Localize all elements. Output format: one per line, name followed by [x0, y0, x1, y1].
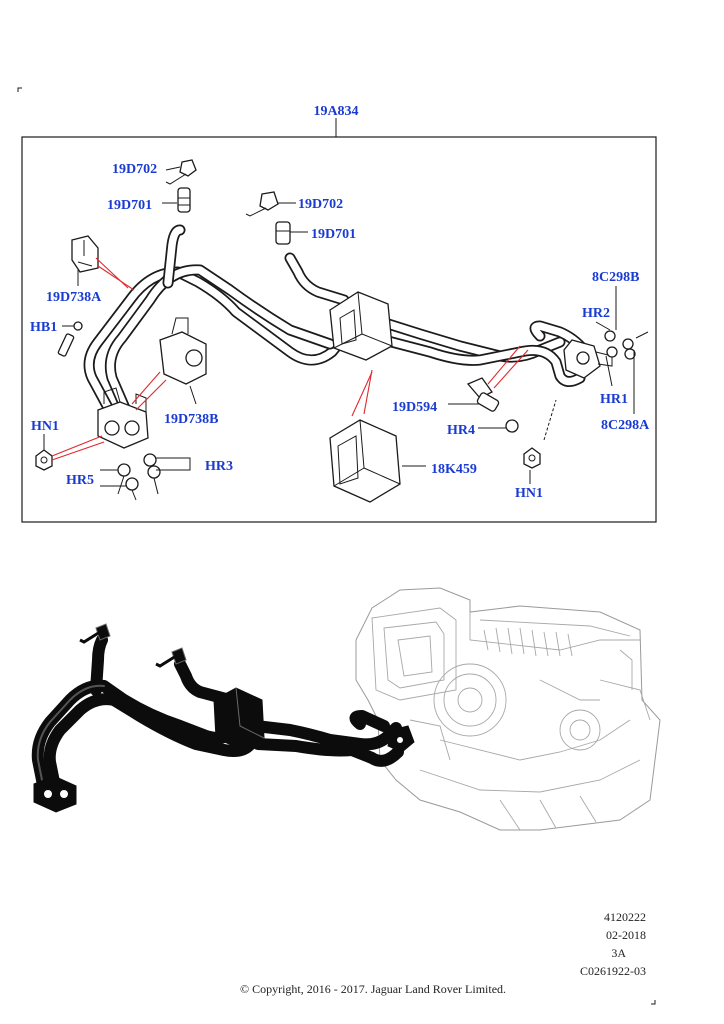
callout-8C298B: 8C298B	[592, 270, 639, 285]
callout-19D594: 19D594	[392, 400, 437, 415]
crop-mark	[651, 1000, 656, 1005]
right-block-fitting	[563, 339, 613, 379]
callout-HB1: HB1	[30, 320, 57, 335]
callout-19D738B: 19D738B	[164, 412, 218, 427]
valve-cap-19D702-left	[165, 159, 197, 185]
callout-18K459: 18K459	[431, 462, 477, 477]
copyright-notice: © Copyright, 2016 - 2017. Jaguar Land Ro…	[239, 982, 507, 996]
nut-HN1-right	[523, 399, 557, 484]
callout-HR5: HR5	[66, 473, 94, 488]
muffler-18K459	[329, 369, 426, 503]
callout-HR3: HR3	[205, 459, 233, 474]
assembly-label: 19A834	[313, 104, 358, 119]
valve-cap-19D702-right	[245, 191, 296, 217]
seal-rings-right	[595, 286, 649, 414]
installed-pipe-assembly	[31, 623, 415, 813]
nut-HN1-left	[35, 434, 105, 471]
callout-HN1-right: HN1	[515, 486, 543, 501]
callout-19D701-left: 19D701	[107, 198, 152, 213]
valve-core-19D701-left	[162, 187, 191, 213]
muffler-on-pipe	[329, 291, 393, 361]
hvac-unit-outline	[355, 587, 661, 831]
footer-ref-1: 4120222	[604, 910, 646, 924]
callout-HR4: HR4	[447, 423, 475, 438]
footer-ref-4: C0261922-03	[580, 964, 646, 978]
bracket-19D738B	[131, 317, 207, 411]
crop-mark	[17, 87, 22, 92]
assembly-frame	[21, 136, 657, 523]
callout-HR1: HR1	[600, 392, 628, 407]
left-block-fitting	[97, 387, 149, 449]
callout-19D702-left: 19D702	[112, 162, 157, 177]
seal-rings-left	[100, 453, 191, 501]
sensor-19D594	[448, 345, 529, 412]
callout-HN1-left: HN1	[31, 419, 59, 434]
pipe-assembly	[83, 224, 590, 421]
callout-19D702-right: 19D702	[298, 197, 343, 212]
valve-core-19D701-right	[275, 221, 308, 245]
footer-ref-2: 02-2018	[606, 928, 646, 942]
callout-8C298A: 8C298A	[601, 418, 650, 433]
callout-labels: 19D702 19D701 19D702 19D701 8C298B HR2 1…	[30, 162, 650, 501]
seal-ring-HR4	[478, 419, 519, 433]
bolt-HB1	[57, 321, 83, 357]
callout-19D738A: 19D738A	[46, 290, 102, 305]
footer-ref-3: 3A	[611, 946, 626, 960]
bracket-19D738A	[71, 235, 135, 291]
callout-HR2: HR2	[582, 306, 610, 321]
callout-19D701-right: 19D701	[311, 227, 356, 242]
